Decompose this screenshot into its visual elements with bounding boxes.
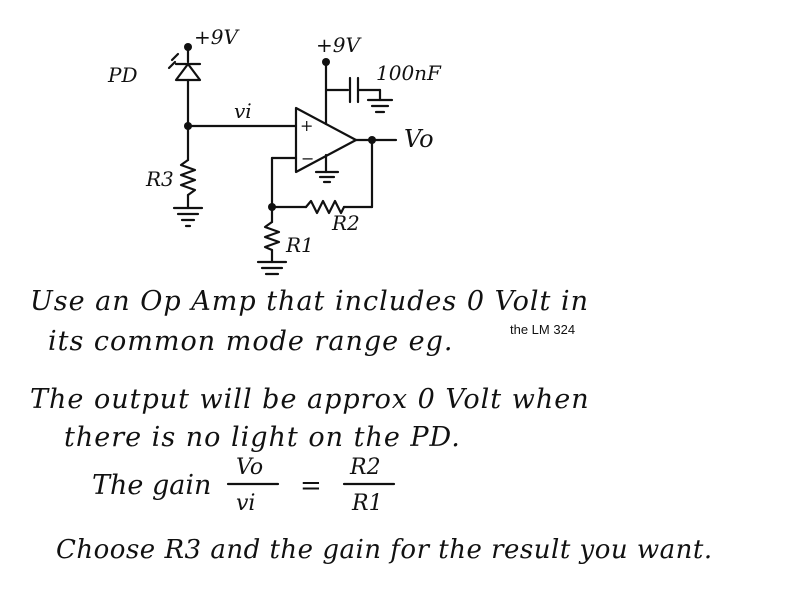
r2-resistor: [304, 199, 346, 215]
supply-decoupling: [322, 58, 394, 114]
note-line-4: there is no light on the PD.: [64, 422, 461, 453]
note-line-3: The output will be approx 0 Volt when: [30, 384, 590, 415]
note-line-2: its common mode range eg.: [48, 326, 454, 357]
label-output-vo: Vo: [404, 125, 434, 153]
note-line-6: Choose R3 and the gain for the result yo…: [56, 535, 713, 565]
opamp: [294, 63, 358, 184]
label-supply-opamp: +9V: [316, 33, 362, 57]
r3-resistor: [179, 158, 197, 197]
gain-r-denominator: R1: [351, 491, 383, 516]
note-typed-lm324: the LM 324: [510, 322, 575, 337]
label-r3: R3: [145, 167, 174, 191]
supply-node-opamp: [322, 58, 330, 66]
photodiode-symbol: [174, 62, 202, 82]
feedback-network: [256, 138, 374, 276]
label-supply-pd: +9V: [194, 25, 240, 49]
label-input-vi: vi: [234, 99, 252, 123]
gain-label: The gain: [92, 470, 211, 501]
label-noninverting: +: [300, 116, 313, 135]
label-capacitor: 100nF: [376, 61, 442, 85]
label-photodiode: PD: [107, 63, 138, 87]
gain-denominator: vi: [236, 491, 255, 516]
label-r2: R2: [331, 211, 360, 235]
gain-numerator: Vo: [236, 455, 263, 480]
gain-equation: The gain Vo vi = R2 R1: [92, 455, 396, 516]
photodiode-branch: [167, 43, 204, 228]
label-inverting: −: [301, 149, 314, 168]
note-line-1: Use an Op Amp that includes 0 Volt in: [30, 286, 589, 317]
gain-r-numerator: R2: [349, 455, 381, 480]
gain-equals: =: [300, 471, 322, 501]
label-r1: R1: [285, 233, 314, 257]
r1-resistor: [263, 220, 281, 252]
